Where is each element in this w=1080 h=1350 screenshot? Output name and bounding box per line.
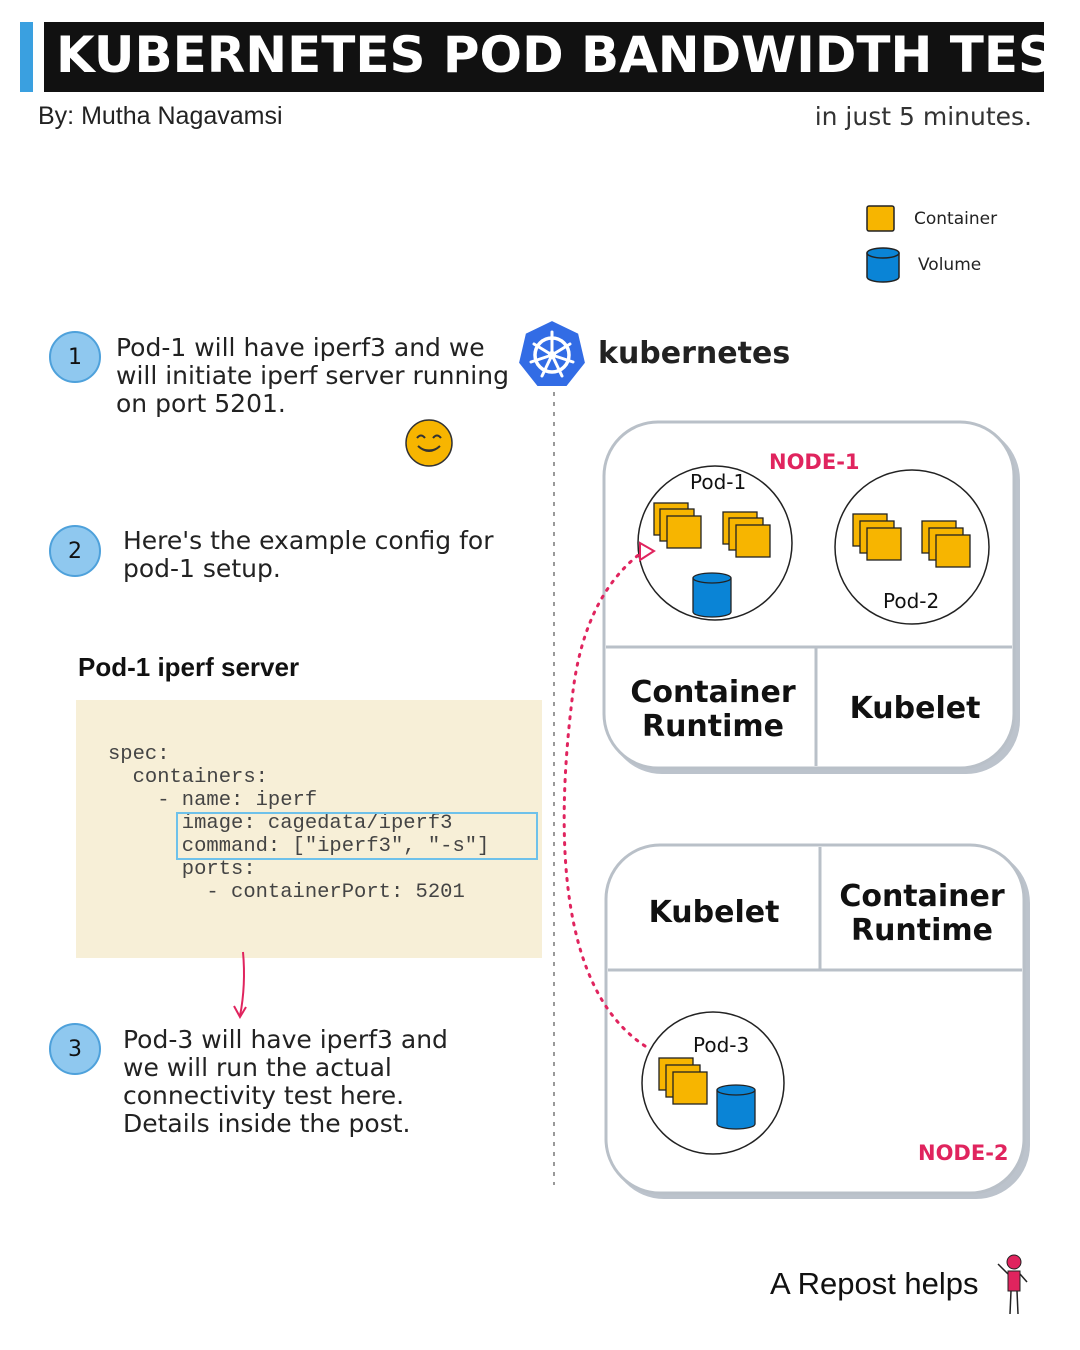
pod-link-dotted [562, 548, 647, 1048]
node-2-container-runtime: Container Runtime [839, 879, 1005, 948]
step-2-badge: 2 [49, 525, 101, 577]
step-1-text: Pod-1 will have iperf3 and we will initi… [116, 333, 509, 418]
node-2-box [604, 843, 1030, 1199]
pod-2-circle [834, 469, 990, 625]
code-line: - name: iperf [108, 789, 318, 812]
smiley-icon [405, 419, 453, 467]
title-accent-bar [20, 22, 33, 92]
config-heading: Pod-1 iperf server [78, 652, 300, 682]
node-1-box [602, 420, 1020, 774]
legend-container: Container [866, 205, 997, 233]
legend-container-label: Container [914, 209, 998, 229]
node-2-kubelet: Kubelet [648, 895, 780, 930]
pod-2-label: Pod-2 [883, 589, 940, 613]
waving-person-icon [997, 1254, 1028, 1315]
pod-3-label: Pod-3 [693, 1033, 750, 1057]
container-stacks [653, 502, 971, 1105]
page-title: KUBERNETES POD BANDWIDTH TEST [56, 26, 1080, 84]
step-3-text: Pod-3 will have iperf3 and we will run t… [123, 1025, 448, 1138]
step-3-badge: 3 [49, 1023, 101, 1075]
author-byline: By: Mutha Nagavamsi [38, 102, 283, 130]
kubernetes-logo-icon [516, 318, 588, 388]
code-line: ports: [108, 858, 256, 881]
node-1-label: NODE-1 [769, 450, 860, 474]
node-1-kubelet: Kubelet [849, 691, 981, 726]
code-highlight-box [176, 812, 538, 860]
legend-volume: Volume [866, 247, 981, 283]
kubernetes-wordmark: kubernetes [598, 336, 791, 371]
volume-icon [866, 247, 900, 283]
step-1-badge: 1 [49, 331, 101, 383]
code-line: image: cagedata/iperf3 [108, 812, 453, 835]
pod-link-arrowhead [639, 541, 656, 562]
footer-repost-text: A Repost helps [770, 1266, 979, 1301]
down-arrow-icon [233, 951, 247, 1020]
code-line: containers: [108, 766, 268, 789]
config-code-block: spec: containers: - name: iperf image: c… [76, 700, 542, 958]
container-icon [866, 205, 895, 232]
code-line: command: ["iperf3", "-s"] [108, 835, 490, 858]
pod-1-label: Pod-1 [690, 470, 747, 494]
legend-volume-label: Volume [918, 255, 982, 275]
node-1-container-runtime: Container Runtime [630, 675, 796, 744]
pod-1-volume-icon [692, 572, 732, 618]
step-2-text: Here's the example config for pod-1 setu… [123, 526, 494, 583]
pod-3-volume-icon [716, 1084, 756, 1130]
title-banner: KUBERNETES POD BANDWIDTH TEST [44, 22, 1080, 92]
node-2-label: NODE-2 [918, 1141, 1009, 1165]
code-line: - containerPort: 5201 [108, 881, 465, 904]
tagline: in just 5 minutes. [814, 102, 1032, 131]
code-line: spec: [108, 743, 170, 766]
